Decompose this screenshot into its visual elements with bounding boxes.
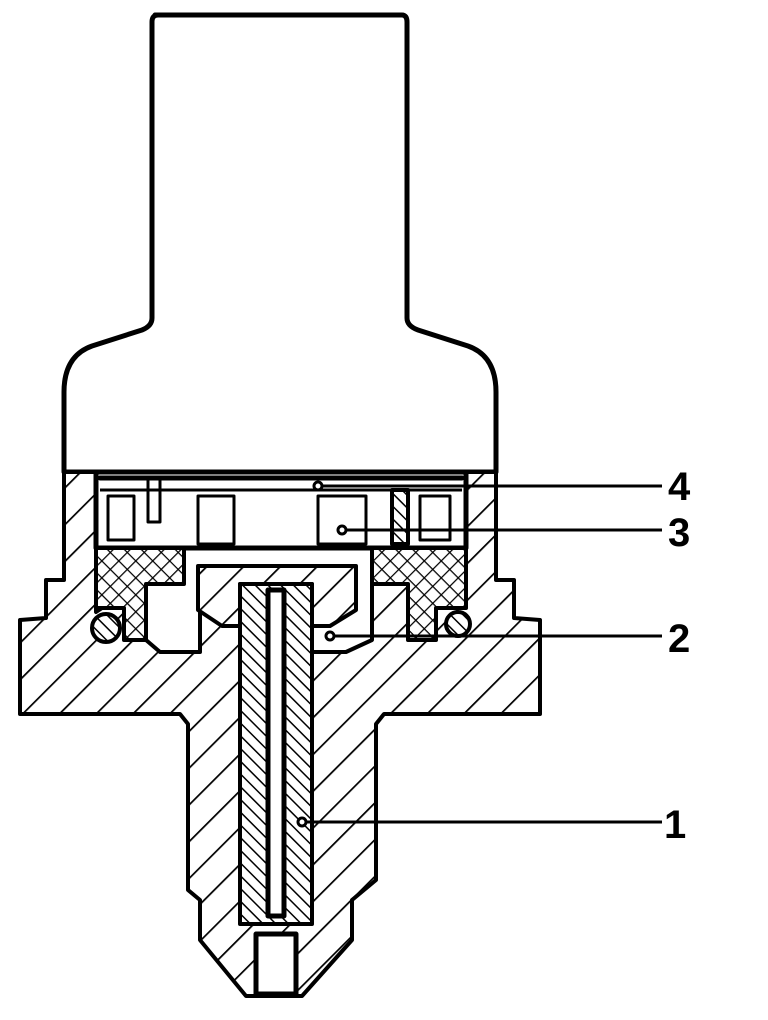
- contact-pin: [146, 476, 162, 524]
- pressure-port: [253, 931, 299, 997]
- leader-3-dot: [336, 524, 348, 536]
- callout-3: 3: [668, 511, 690, 555]
- leader-4-dot: [312, 480, 324, 492]
- leader-1-dot: [296, 816, 308, 828]
- component-left: [106, 494, 136, 542]
- callout-2: 2: [668, 617, 690, 661]
- evaluation-electronics: [316, 494, 368, 546]
- o-ring-left: [90, 612, 122, 644]
- component-center: [196, 494, 236, 546]
- connector-housing: [61, 12, 499, 475]
- callout-4: 4: [668, 465, 691, 509]
- seal-left: [94, 546, 186, 642]
- internal-chamber: [93, 469, 469, 551]
- pressure-bore: [265, 587, 287, 919]
- component-right: [418, 494, 452, 542]
- callout-1: 1: [664, 803, 686, 847]
- o-ring-right: [444, 610, 472, 638]
- leader-2-dot: [324, 630, 336, 642]
- right-wall-insert: [390, 488, 410, 546]
- seal-right: [370, 546, 468, 642]
